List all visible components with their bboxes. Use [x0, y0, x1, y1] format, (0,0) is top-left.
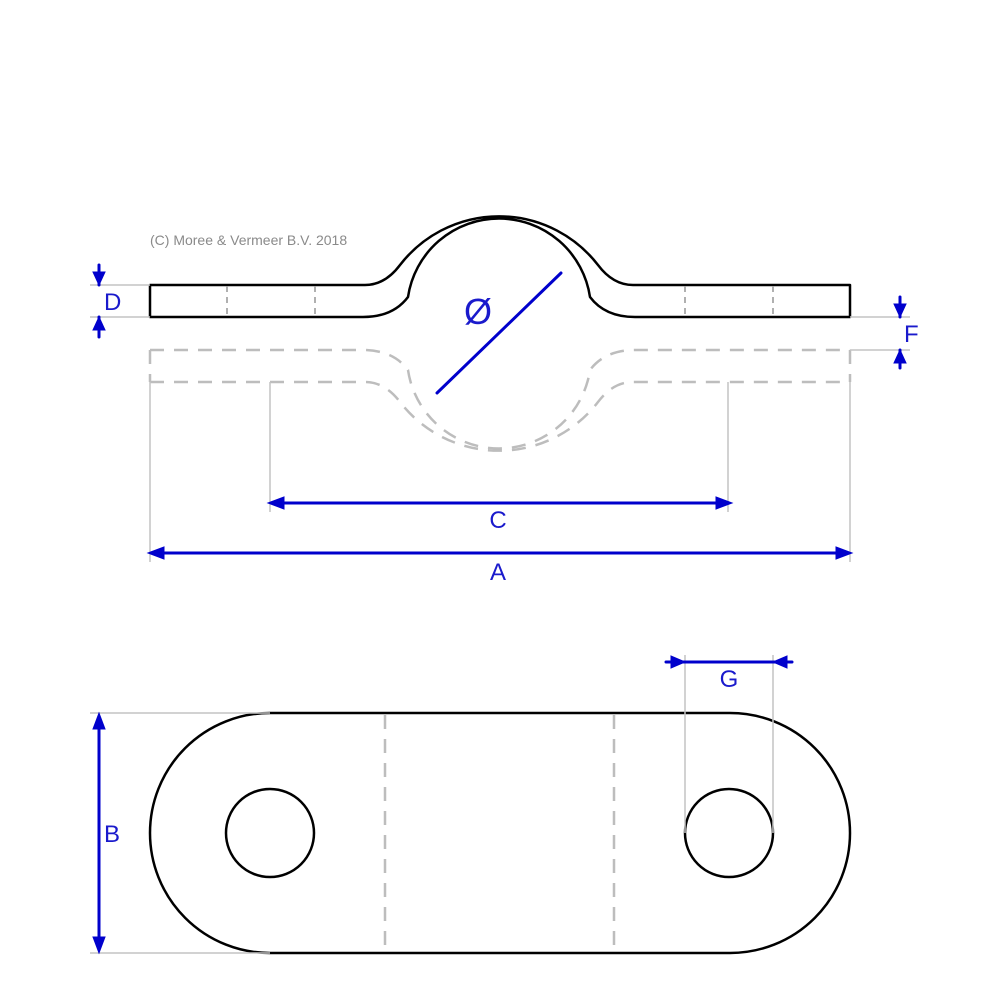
dimension-b: B	[92, 711, 120, 955]
dim-g-label: G	[720, 666, 739, 693]
plate-outline	[148, 711, 852, 955]
dim-c-arrow-right	[715, 496, 734, 510]
dim-b-arrow-bottom	[92, 936, 106, 955]
saddle-profile-outline	[148, 215, 852, 319]
dimension-d: D	[92, 263, 121, 339]
dimension-a: A	[146, 546, 854, 586]
saddle-hidden-inner	[150, 380, 850, 452]
dim-a-arrow-left	[146, 546, 165, 560]
dim-f-label: F	[904, 321, 919, 348]
saddle-hidden-outline	[150, 348, 850, 450]
dimension-f: F	[893, 295, 919, 370]
dim-d-arrow-bottom	[92, 315, 106, 331]
dim-d-arrow-top	[92, 271, 106, 287]
side-view	[90, 215, 910, 562]
dim-b-label: B	[104, 821, 120, 848]
dimension-g: G	[664, 655, 794, 693]
dim-d-label: D	[104, 289, 121, 316]
copyright-notice: (C) Moree & Vermeer B.V. 2018	[150, 232, 347, 248]
dim-c-arrow-left	[266, 496, 285, 510]
dimension-diameter: Ø	[435, 271, 563, 395]
dim-diameter-label: Ø	[464, 291, 492, 332]
dim-b-arrow-top	[92, 711, 106, 730]
top-view	[90, 655, 852, 955]
dim-f-arrow-top	[893, 303, 907, 319]
dim-f-arrow-bottom	[893, 348, 907, 364]
dim-g-arrow-left	[670, 655, 687, 669]
bolt-hole-left	[224, 787, 316, 879]
bolt-hole-right	[683, 787, 775, 879]
dim-a-label: A	[490, 559, 506, 586]
dim-a-arrow-right	[835, 546, 854, 560]
dim-c-label: C	[489, 507, 506, 534]
dim-g-arrow-right	[771, 655, 788, 669]
dimension-c: C	[266, 496, 734, 534]
